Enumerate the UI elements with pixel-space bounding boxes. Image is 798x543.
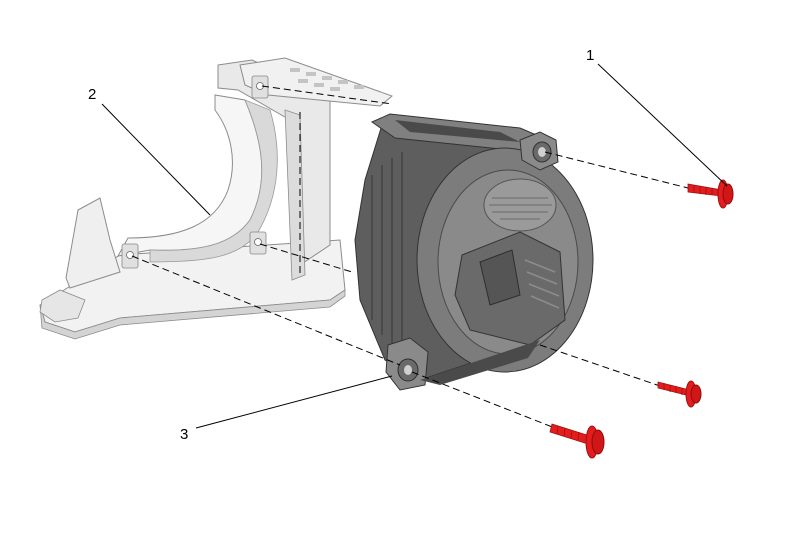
blower-connector xyxy=(479,249,521,306)
screw-middle-shank xyxy=(657,381,691,397)
alignment-line-top-screw xyxy=(544,151,689,189)
alignment-line-bottom-screw xyxy=(411,371,561,431)
callout-1: 1 xyxy=(586,47,594,64)
bracket-mount-boss-top xyxy=(251,75,269,99)
callout-2: 2 xyxy=(88,86,96,103)
blower-motor-assembly xyxy=(354,113,594,391)
leader-line-3 xyxy=(195,375,393,429)
screw-bottom-threads xyxy=(556,425,580,441)
screw-bottom xyxy=(549,423,605,459)
alignment-line-mid-screw xyxy=(539,344,661,387)
bracket-top-slots xyxy=(290,68,364,91)
blower-mount-ear-bottom xyxy=(385,337,429,391)
blower-mount-ear-top xyxy=(519,131,559,171)
bracket-base-edge xyxy=(39,289,346,340)
mounting-bracket xyxy=(39,57,393,340)
bracket-cradle-inner-shade xyxy=(149,99,278,263)
blower-grille-lines xyxy=(489,197,552,220)
screw-bottom-head xyxy=(591,429,605,455)
leader-lines xyxy=(101,63,728,429)
callout-3: 3 xyxy=(180,426,188,443)
alignment-line-right-boss xyxy=(259,243,353,273)
screw-top-threads xyxy=(693,185,713,195)
screw-top xyxy=(687,179,734,209)
bracket-top-plate xyxy=(239,57,393,107)
blower-housing-lower xyxy=(420,340,540,385)
leader-line-2 xyxy=(101,103,211,216)
blower-module-fins xyxy=(524,259,560,309)
screw-middle-threads xyxy=(663,383,683,395)
blower-top-opening xyxy=(395,120,520,142)
alignment-lines xyxy=(131,85,689,431)
bracket-mount-boss-left xyxy=(121,243,139,269)
bracket-mount-boss-right xyxy=(249,231,267,255)
screw-bottom-shank xyxy=(549,423,591,445)
screw-middle-head xyxy=(690,384,702,404)
alignment-line-left-boss xyxy=(131,255,401,366)
bracket-left-gusset xyxy=(65,197,121,289)
screw-middle xyxy=(657,380,702,408)
leader-line-1 xyxy=(597,63,728,187)
blower-housing-ribs xyxy=(371,152,403,358)
screw-top-head xyxy=(722,183,734,205)
bracket-left-tab xyxy=(39,289,86,323)
screw-top-shank xyxy=(687,183,723,197)
